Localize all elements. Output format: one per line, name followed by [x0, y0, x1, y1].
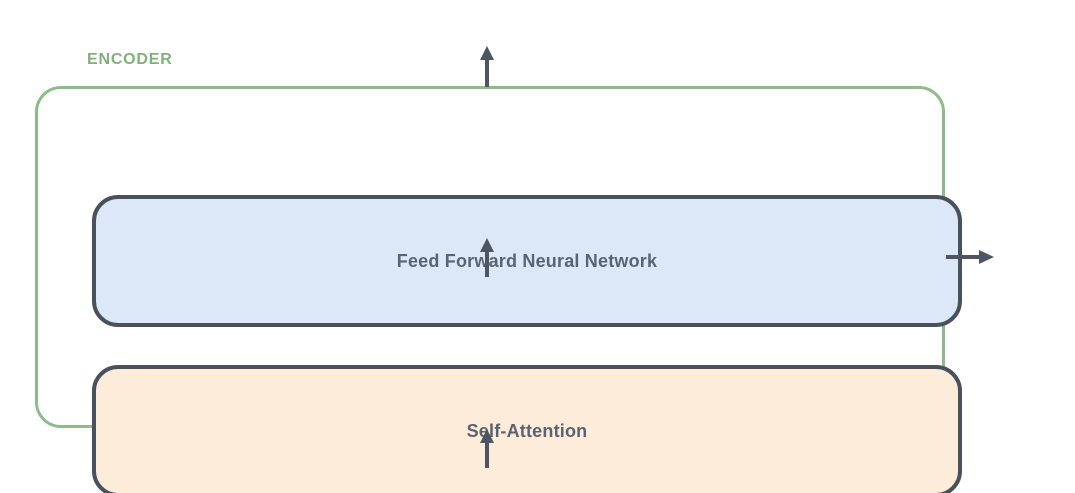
encoder-label: ENCODER: [87, 51, 173, 68]
self-attention-block: Self-Attention: [92, 365, 962, 493]
feed-forward-block: Feed Forward Neural Network: [92, 195, 962, 327]
input-arrow-up-icon: [480, 429, 494, 468]
attention-to-ffnn-arrow-up-icon: [480, 238, 494, 277]
encoder-container: Feed Forward Neural Network Self-Attenti…: [35, 86, 962, 493]
output-arrow-right-icon: [946, 250, 994, 264]
feed-forward-label: Feed Forward Neural Network: [396, 250, 658, 271]
output-arrow-up-icon: [480, 46, 494, 87]
self-attention-label: Self-Attention: [466, 420, 588, 441]
